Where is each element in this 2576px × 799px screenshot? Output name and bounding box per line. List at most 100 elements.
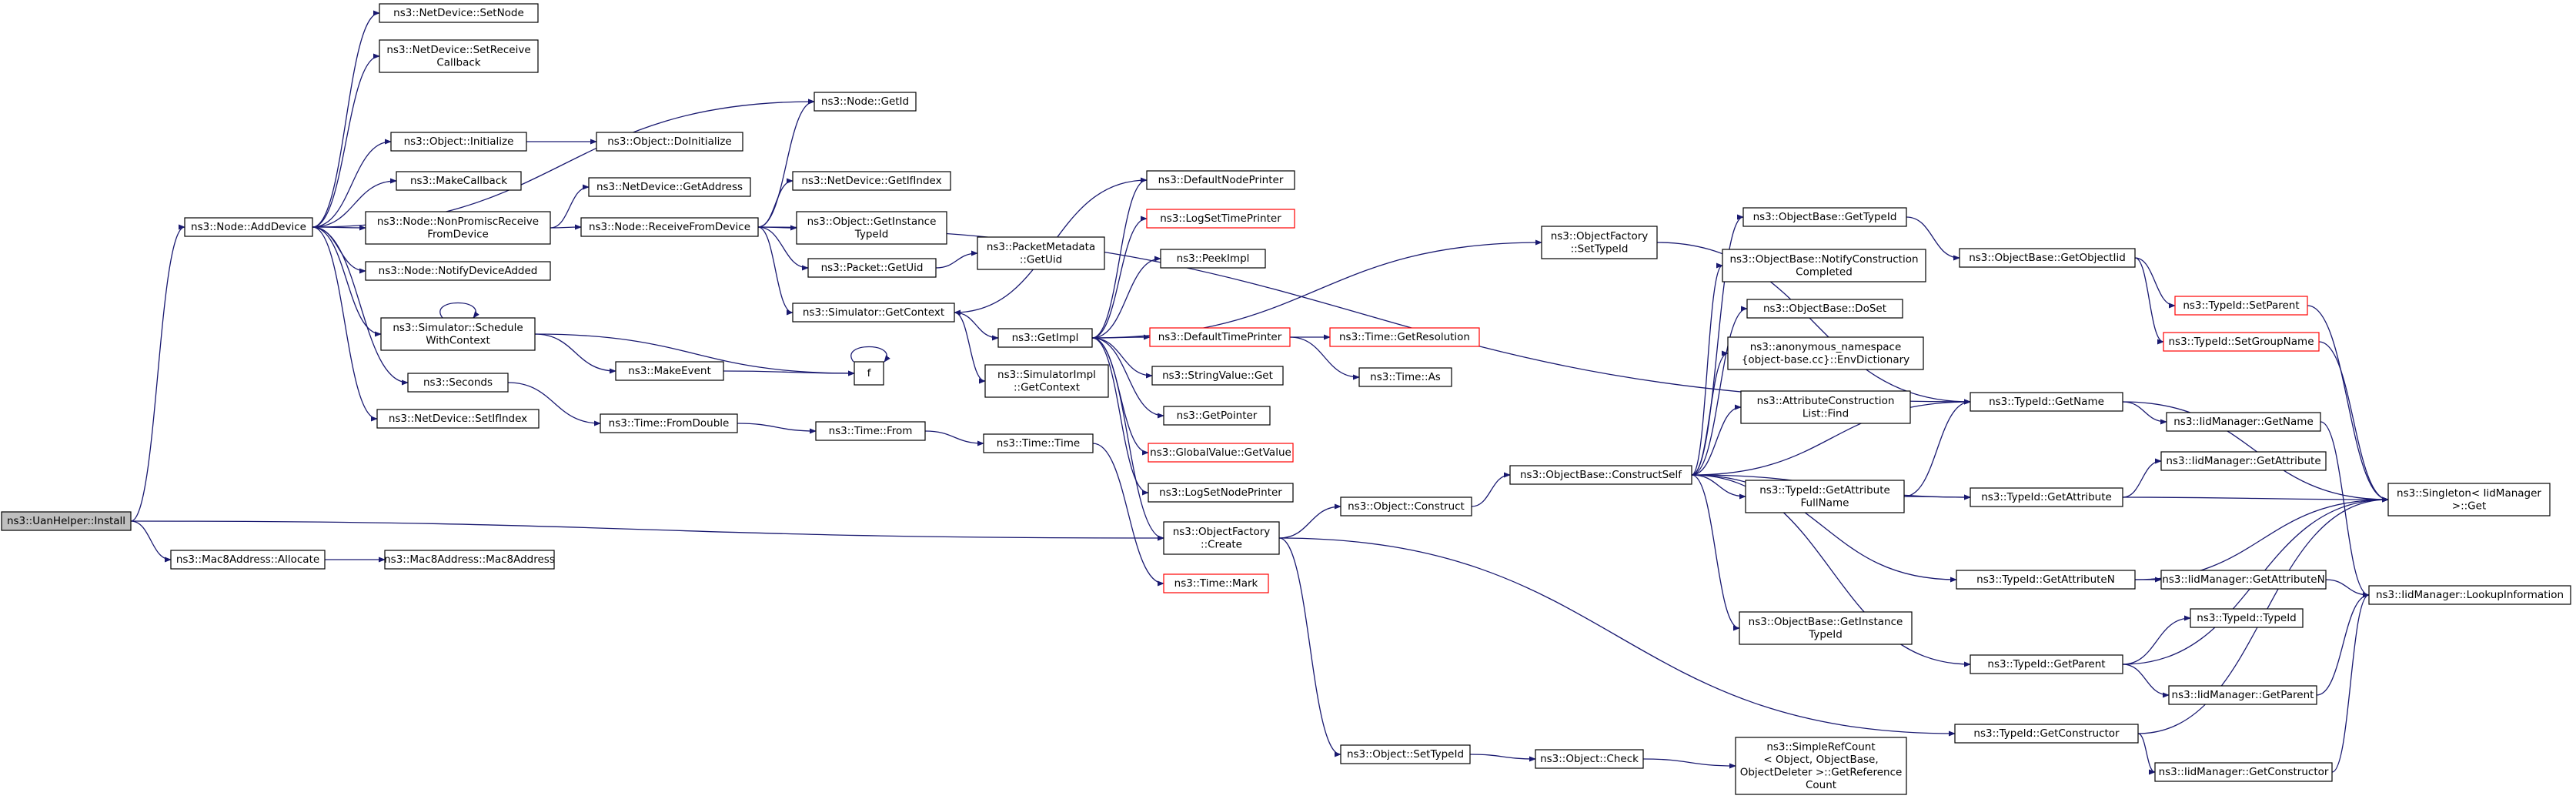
node-box xyxy=(792,171,951,191)
edge-typeidgetattribute-to-singletonget xyxy=(2122,496,2389,503)
node-getpointer[interactable]: ns3::GetPointer xyxy=(1163,406,1271,426)
node-install[interactable]: ns3::UanHelper::Install xyxy=(1,511,132,531)
node-allocate[interactable]: ns3::Mac8Address::Allocate xyxy=(170,550,326,570)
node-adddevice[interactable]: ns3::Node::AddDevice xyxy=(184,217,313,237)
node-label: ObjectDeleter >::GetReference xyxy=(1740,766,1903,778)
node-objfactorysettypeid[interactable]: ns3::ObjectFactory::SetTypeId xyxy=(1541,226,1658,259)
node-label: ns3::MakeEvent xyxy=(628,365,711,377)
node-box xyxy=(1340,744,1471,764)
node-seconds[interactable]: ns3::Seconds xyxy=(407,373,509,393)
node-f[interactable]: f xyxy=(854,361,884,386)
node-typeidsetgroupname[interactable]: ns3::TypeId::SetGroupName xyxy=(2163,332,2320,352)
node-getrefcount[interactable]: ns3::SimpleRefCount< Object, ObjectBase,… xyxy=(1735,737,1907,795)
node-getimpl[interactable]: ns3::GetImpl xyxy=(997,328,1093,348)
node-label: Count xyxy=(1806,779,1836,791)
node-logsettimeprinter[interactable]: ns3::LogSetTimePrinter xyxy=(1146,209,1295,229)
node-getresolution[interactable]: ns3::Time::GetResolution xyxy=(1329,327,1480,347)
node-typeidtypeid[interactable]: ns3::TypeId::TypeId xyxy=(2190,608,2304,628)
node-getifindex[interactable]: ns3::NetDevice::GetIfIndex xyxy=(792,171,951,191)
edge-typeidgetattribute-to-iidgetattribute xyxy=(2122,458,2162,498)
edge-objfactorycreate-to-objconstruct xyxy=(1278,503,1341,539)
node-stringvalueget[interactable]: ns3::StringValue::Get xyxy=(1151,366,1284,386)
node-initialize[interactable]: ns3::Object::Initialize xyxy=(390,132,527,152)
node-simimplcontext[interactable]: ns3::SimulatorImpl::GetContext xyxy=(984,364,1109,398)
node-iidgetconstructor[interactable]: ns3::IidManager::GetConstructor xyxy=(2154,762,2333,782)
node-constructself[interactable]: ns3::ObjectBase::ConstructSelf xyxy=(1509,465,1692,485)
node-typeidsetparent[interactable]: ns3::TypeId::SetParent xyxy=(2174,296,2308,316)
node-getid[interactable]: ns3::Node::GetId xyxy=(814,92,917,112)
node-receivefrom[interactable]: ns3::Node::ReceiveFromDevice xyxy=(580,217,759,237)
node-timeas[interactable]: ns3::Time::As xyxy=(1358,367,1452,387)
node-peekimpl[interactable]: ns3::PeekImpl xyxy=(1160,249,1266,269)
node-label: ns3::Node::GetId xyxy=(821,95,909,108)
node-setnode[interactable]: ns3::NetDevice::SetNode xyxy=(379,3,539,23)
node-getobjectiid[interactable]: ns3::ObjectBase::GetObjectIid xyxy=(1959,248,2136,268)
node-typeidgetname[interactable]: ns3::TypeId::GetName xyxy=(1970,392,2123,412)
node-logsetnodeprinter[interactable]: ns3::LogSetNodePrinter xyxy=(1148,483,1294,503)
node-getuid[interactable]: ns3::Packet::GetUid xyxy=(807,258,937,278)
node-makecallback[interactable]: ns3::MakeCallback xyxy=(396,171,522,191)
node-fromdouble[interactable]: ns3::Time::FromDouble xyxy=(600,413,738,433)
node-box xyxy=(615,361,724,381)
node-getcontext[interactable]: ns3::Simulator::GetContext xyxy=(792,303,955,323)
node-typeidgetparent[interactable]: ns3::TypeId::GetParent xyxy=(1970,654,2123,674)
node-timetime[interactable]: ns3::Time::Time xyxy=(983,433,1094,453)
node-objfactorycreate[interactable]: ns3::ObjectFactory::Create xyxy=(1163,521,1280,555)
node-notifyadded[interactable]: ns3::Node::NotifyDeviceAdded xyxy=(365,261,551,281)
node-label: ns3::Time::As xyxy=(1370,371,1441,383)
node-doset[interactable]: ns3::ObjectBase::DoSet xyxy=(1746,299,1903,319)
node-label: ns3::Object::Check xyxy=(1540,753,1639,765)
node-iidgetname[interactable]: ns3::IidManager::GetName xyxy=(2166,412,2321,432)
node-envdictionary[interactable]: ns3::anonymous_namespace{object-base.cc}… xyxy=(1727,336,1924,370)
node-label: ns3::AttributeConstruction xyxy=(1757,395,1895,407)
node-timefrom[interactable]: ns3::Time::From xyxy=(815,421,926,441)
node-globalvalue[interactable]: ns3::GlobalValue::GetValue xyxy=(1148,443,1294,463)
node-mac8ctor[interactable]: ns3::Mac8Address::Mac8Address xyxy=(384,550,555,570)
edge-constructself-to-doset xyxy=(1691,306,1748,476)
node-pmgetuid[interactable]: ns3::PacketMetadata::GetUid xyxy=(977,236,1105,270)
edge-getimpl-to-getpointer xyxy=(1091,337,1164,419)
node-objcheck[interactable]: ns3::Object::Check xyxy=(1535,749,1644,769)
node-defaulttimeprinter[interactable]: ns3::DefaultTimePrinter xyxy=(1149,327,1291,347)
node-setifindex[interactable]: ns3::NetDevice::SetIfIndex xyxy=(376,409,540,429)
node-notifyconstruction[interactable]: ns3::ObjectBase::NotifyConstructionCompl… xyxy=(1722,249,1926,282)
node-box xyxy=(1954,724,2139,744)
node-singletonget[interactable]: ns3::Singleton< IidManager>::Get xyxy=(2387,483,2551,517)
node-makeevent[interactable]: ns3::MakeEvent xyxy=(615,361,724,381)
node-obgettypeid[interactable]: ns3::ObjectBase::GetTypeId xyxy=(1742,207,1907,227)
node-label: ns3::Time::Mark xyxy=(1174,577,1258,590)
node-iidgetattribute[interactable]: ns3::IidManager::GetAttribute xyxy=(2160,451,2327,471)
node-iidgetattributen[interactable]: ns3::IidManager::GetAttributeN xyxy=(2160,570,2327,590)
node-defaultnodeprinter[interactable]: ns3::DefaultNodePrinter xyxy=(1146,170,1295,190)
node-label: ns3::MakeCallback xyxy=(410,175,507,187)
node-typeidgetattributen[interactable]: ns3::TypeId::GetAttributeN xyxy=(1956,570,2136,590)
node-iidgetparent[interactable]: ns3::IidManager::GetParent xyxy=(2168,685,2317,705)
node-label: ns3::Mac8Address::Mac8Address xyxy=(384,553,555,566)
node-box xyxy=(792,303,955,323)
node-getaddress[interactable]: ns3::NetDevice::GetAddress xyxy=(588,177,751,197)
edge-timefrom-to-timetime xyxy=(924,430,984,446)
node-box xyxy=(2190,608,2304,628)
node-timemark[interactable]: ns3::Time::Mark xyxy=(1163,573,1269,593)
node-typeidgetconstructor[interactable]: ns3::TypeId::GetConstructor xyxy=(1954,724,2139,744)
node-box xyxy=(1,511,132,531)
node-label: ns3::Packet::GetUid xyxy=(821,262,924,274)
node-box xyxy=(380,317,536,351)
node-doinitialize[interactable]: ns3::Object::DoInitialize xyxy=(596,132,743,152)
node-objconstruct[interactable]: ns3::Object::Construct xyxy=(1340,496,1472,517)
node-box xyxy=(1739,611,1913,645)
node-box xyxy=(390,132,527,152)
node-label: ns3::Object::GetInstance xyxy=(807,216,937,228)
node-lookupinformation[interactable]: ns3::IidManager::LookupInformation xyxy=(2368,585,2571,605)
node-objsettypeid[interactable]: ns3::Object::SetTypeId xyxy=(1340,744,1471,764)
node-label: ns3::IidManager::GetAttribute xyxy=(2166,455,2320,467)
node-box xyxy=(814,92,917,112)
node-typeidgetattribute[interactable]: ns3::TypeId::GetAttribute xyxy=(1970,487,2123,507)
